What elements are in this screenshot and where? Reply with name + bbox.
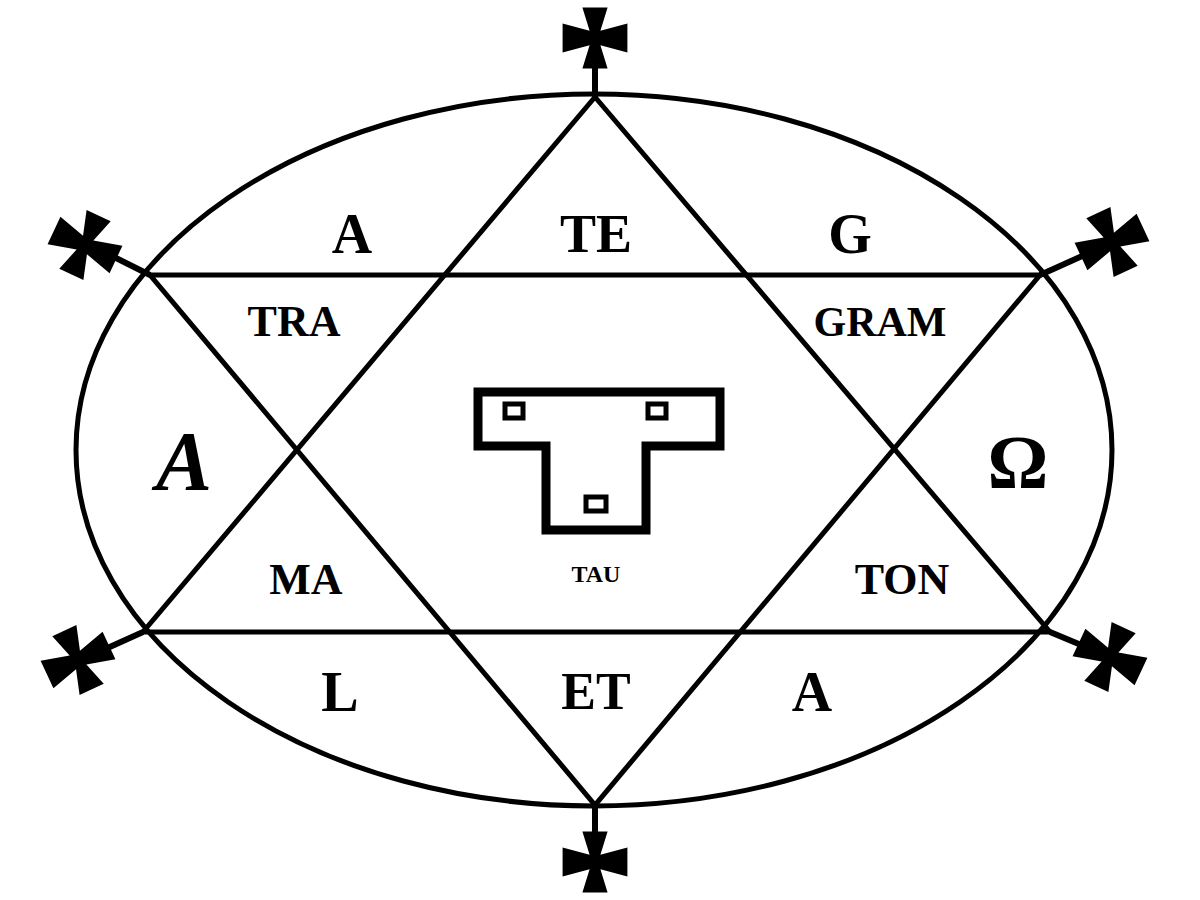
name-syllable: ET <box>561 666 630 718</box>
name-syllable: GRAM <box>814 301 947 343</box>
tau-label: TAU <box>572 562 621 586</box>
name-syllable: TON <box>855 558 950 602</box>
agla-letter: A <box>332 206 372 262</box>
tau-symbol <box>478 392 720 530</box>
name-syllable: MA <box>269 558 342 602</box>
upward-triangle <box>143 97 1050 632</box>
omega-letter: Ω <box>988 424 1049 500</box>
agla-letter: G <box>828 206 872 262</box>
cross-pattee <box>33 7 1156 892</box>
downward-triangle <box>150 275 1040 805</box>
name-syllable: TE <box>560 207 632 261</box>
name-syllable: TRA <box>248 300 341 344</box>
agla-letter: A <box>792 664 832 720</box>
alpha-letter: A <box>156 420 212 504</box>
agla-letter: L <box>321 664 358 720</box>
outer-ellipse <box>76 94 1112 806</box>
